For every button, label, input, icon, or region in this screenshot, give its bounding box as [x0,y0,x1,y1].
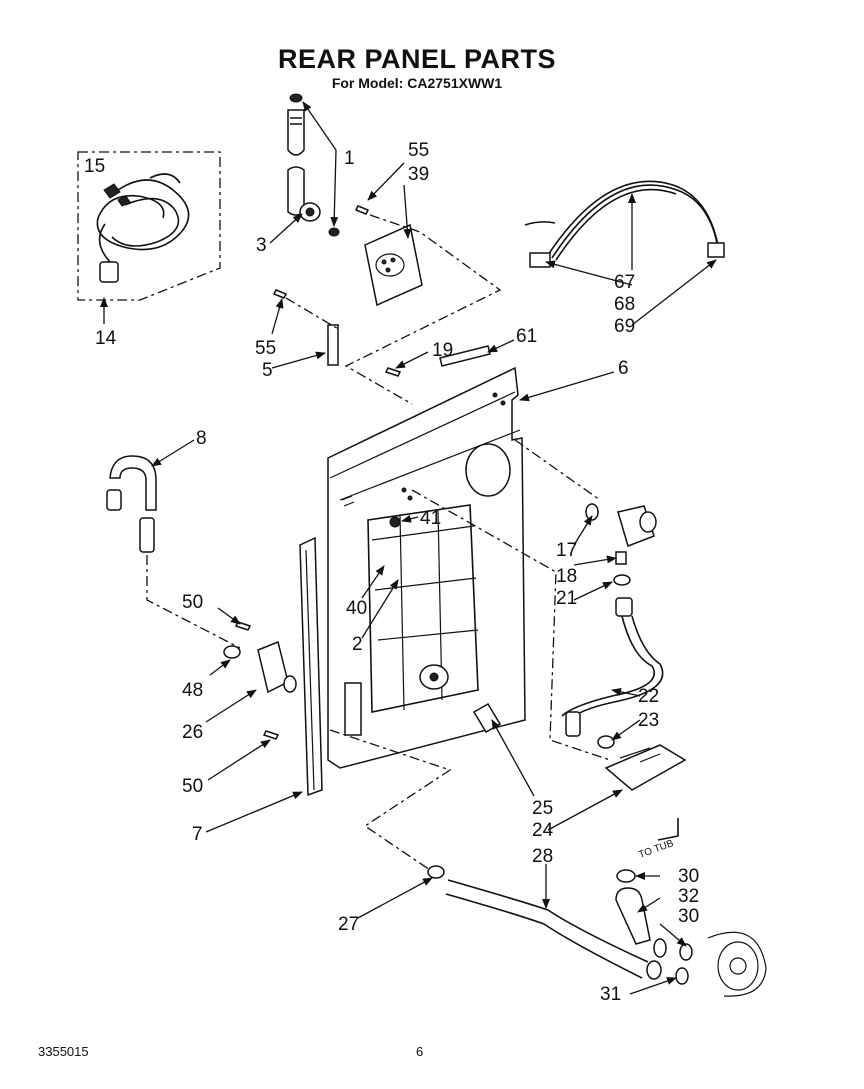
callout-21: 21 [556,588,577,609]
side-trim [299,536,323,797]
fill-hose [561,597,687,791]
callout-19: 19 [432,340,453,361]
callout-40: 40 [346,598,367,619]
callout-23: 23 [638,710,659,731]
rear-panel [327,345,526,769]
drain-hose [106,455,241,649]
callout-39: 39 [408,164,429,185]
callout-labels: 1 3 55 39 15 14 55 5 19 61 6 67 68 69 8 … [84,140,699,1005]
inlet-plate [344,205,502,405]
callout-30-bottom: 30 [678,906,699,927]
pump-valve [223,621,297,740]
page-number: 6 [416,1044,424,1059]
callout-50-bottom: 50 [182,776,203,797]
callout-50-top: 50 [182,592,203,613]
callout-32: 32 [678,886,699,907]
callout-67: 67 [614,272,635,293]
callout-2: 2 [352,634,363,655]
callout-55-top: 55 [408,140,429,161]
callout-69: 69 [614,316,635,337]
callout-41: 41 [420,508,441,529]
callout-7: 7 [192,824,203,845]
callout-15: 15 [84,156,105,177]
callout-28: 28 [532,846,553,867]
callout-31: 31 [600,984,621,1005]
callout-22: 22 [638,686,659,707]
model-subtitle: For Model: CA2751XWW1 [331,75,503,91]
callout-17: 17 [556,540,577,561]
callout-6: 6 [618,358,629,379]
hose-bracket [272,289,341,366]
water-valve [411,439,657,761]
callout-25: 25 [532,798,553,819]
callout-1: 1 [344,148,355,169]
tub-hose [329,729,679,980]
callout-55-bracket: 55 [255,338,276,359]
callout-61: 61 [516,326,537,347]
tub-connector [615,869,767,997]
callout-24: 24 [532,820,554,841]
document-number: 3355015 [38,1044,89,1059]
callout-48: 48 [182,680,203,701]
callout-5: 5 [262,360,273,381]
callout-14: 14 [95,328,117,349]
fill-hose-parts [287,93,340,237]
callout-3: 3 [256,235,267,256]
callout-8: 8 [196,428,207,449]
callout-18: 18 [556,566,577,587]
power-cord-assembly [77,151,221,301]
callout-30-top: 30 [678,866,699,887]
page-title: REAR PANEL PARTS [277,44,557,74]
to-tub-label: TO TUB [637,838,675,861]
callout-27: 27 [338,914,359,935]
wiring-harness [524,180,725,268]
callout-26: 26 [182,722,203,743]
leader-lines [100,101,717,995]
callout-68: 68 [614,294,635,315]
